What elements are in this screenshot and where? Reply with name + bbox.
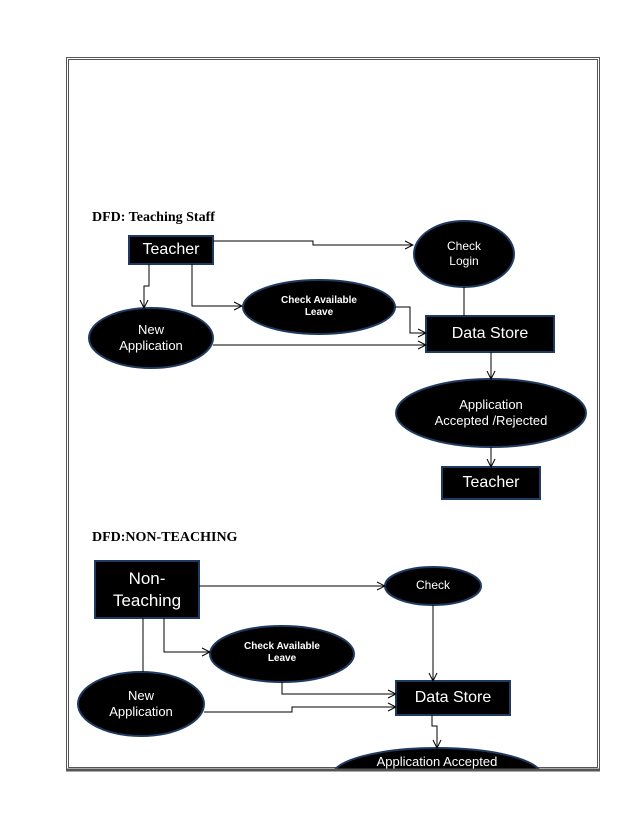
- non-teaching-heading: DFD:NON-TEACHING: [92, 530, 238, 545]
- flow-new-application-to-data-store-nt: [204, 707, 396, 713]
- flow-teacher-to-new-application: [144, 264, 150, 308]
- flow-check-leave-to-data-store: [395, 306, 426, 333]
- check-login-label: Check Login: [446, 239, 481, 268]
- teacher-result-label: Teacher: [462, 474, 520, 491]
- flow-data-store-to-accepted-nt: [431, 715, 437, 748]
- teacher-label: Teacher: [142, 241, 200, 258]
- accepted-rejected-clip: Application Accepted /Rejected: [332, 748, 542, 770]
- teacher-entity: [128, 235, 214, 265]
- non-teaching-entity: [94, 560, 200, 619]
- data-store-label: Data Store: [451, 325, 529, 342]
- teaching-heading: DFD: Teaching Staff: [92, 210, 215, 225]
- check-leave-label-nt: Check Available Leave: [244, 640, 320, 665]
- data-store-label-nt: Data Store: [414, 689, 492, 706]
- check-label: Check: [415, 578, 450, 592]
- flow-check-leave-to-data-store-nt: [281, 682, 396, 694]
- flow-teacher-to-check-login: [213, 240, 413, 245]
- data-store-non-teaching: [395, 680, 511, 716]
- new-application-process: [88, 307, 214, 369]
- data-store-teaching: [425, 315, 555, 353]
- bottom-mask: [0, 771, 638, 826]
- check-leave-label: Check Available Leave: [281, 294, 357, 319]
- new-application-label-nt: New Application: [109, 687, 173, 719]
- teacher-result-entity: [441, 466, 541, 500]
- new-application-process-nt: [77, 671, 205, 737]
- flow-teacher-to-check-leave: [191, 264, 242, 306]
- flow-non-teaching-to-check-leave: [163, 618, 210, 652]
- non-teaching-label: Non- Teaching: [112, 569, 182, 610]
- accepted-rejected-label-nt: Application Accepted /Rejected: [376, 754, 498, 769]
- new-application-label: New Application: [119, 321, 183, 353]
- accepted-rejected-label: Application Accepted /Rejected: [434, 396, 548, 428]
